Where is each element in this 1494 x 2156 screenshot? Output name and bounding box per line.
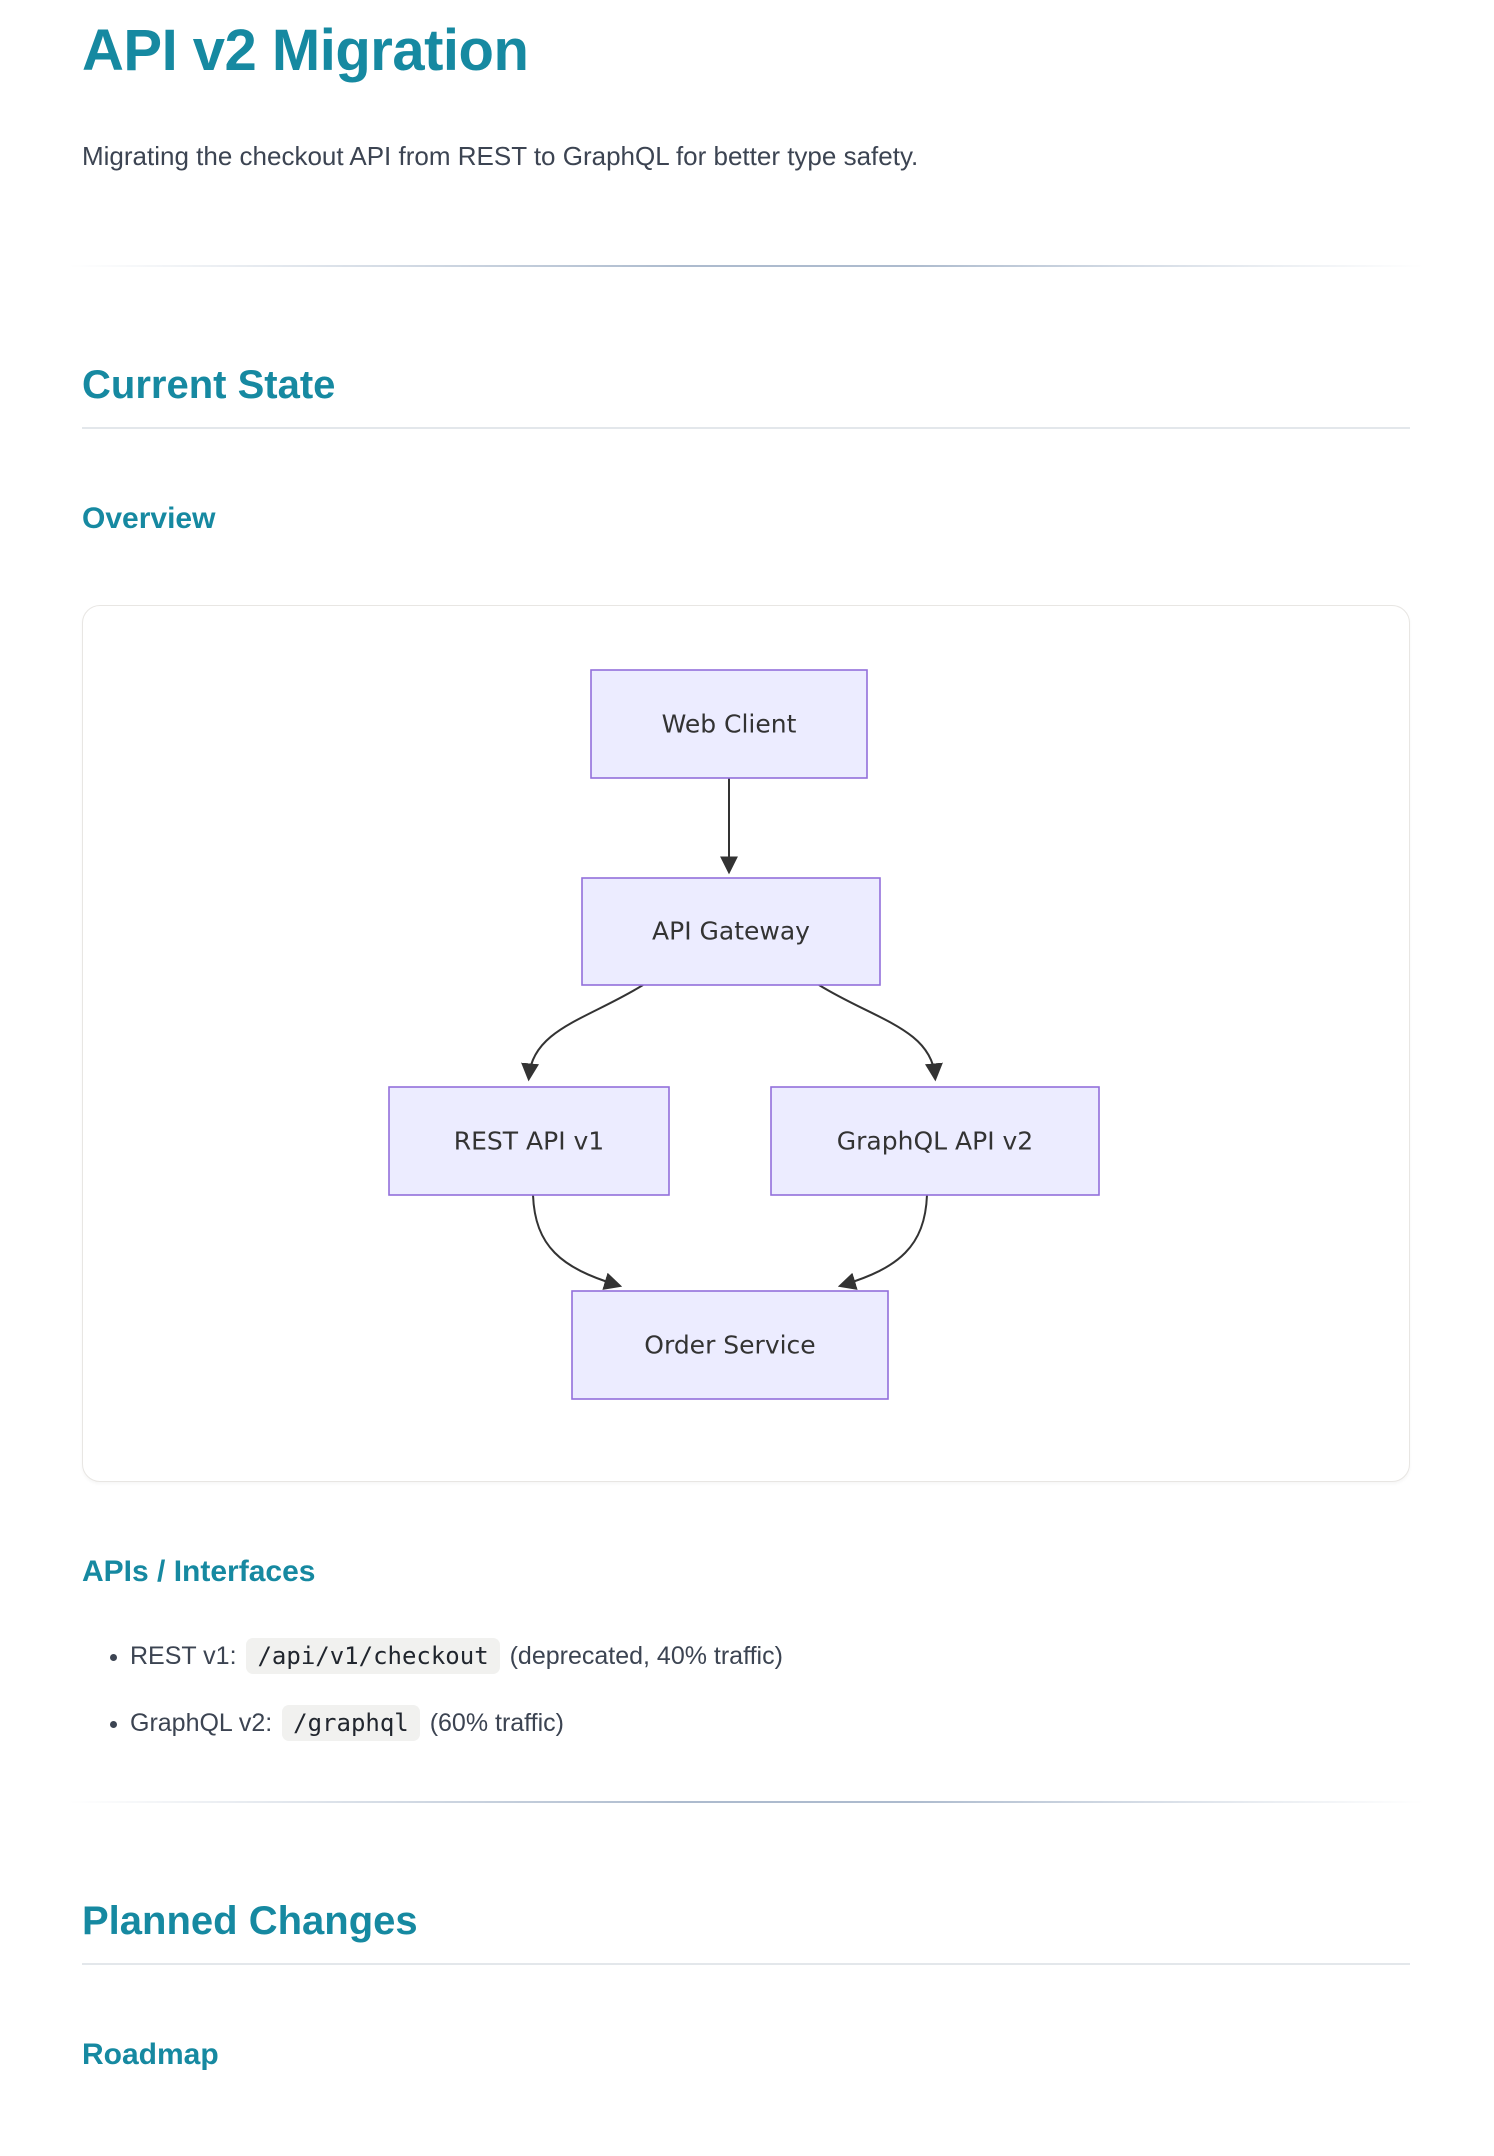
edge-rest-orderservice	[532, 1195, 623, 1291]
inline-code-endpoint: /graphql	[282, 1704, 420, 1741]
page-subtitle: Migrating the checkout API from REST to …	[82, 140, 919, 171]
heading-overview: Overview	[82, 502, 216, 536]
flowchart-node-web-client: Web Client	[590, 669, 868, 780]
api-list-item-rest-v1: REST v1: /api/v1/checkout (deprecated, 4…	[130, 1638, 1410, 1675]
edge-gateway-graphql	[818, 984, 943, 1082]
flowchart-node-api-gateway: API Gateway	[581, 877, 881, 987]
page-title: API v2 Migration	[82, 18, 529, 83]
section-divider	[68, 265, 1424, 268]
api-item-suffix: (deprecated, 40% traffic)	[502, 1642, 783, 1671]
api-item-prefix: GraphQL v2:	[130, 1708, 280, 1737]
heading-roadmap: Roadmap	[82, 2038, 219, 2072]
edge-gateway-rest	[521, 984, 644, 1082]
heading-apis-interfaces: APIs / Interfaces	[82, 1555, 316, 1589]
flowchart-edges	[521, 778, 943, 1291]
flowchart-node-rest-api-v1: REST API v1	[388, 1086, 670, 1197]
node-label-graphql-api-v2: GraphQL API v2	[837, 1127, 1033, 1156]
api-item-prefix: REST v1:	[130, 1642, 244, 1671]
api-list-item-graphql-v2: GraphQL v2: /graphql (60% traffic)	[130, 1704, 1410, 1741]
flowchart-node-order-service: Order Service	[571, 1290, 889, 1401]
node-label-web-client: Web Client	[662, 710, 797, 739]
node-label-api-gateway: API Gateway	[652, 917, 810, 946]
flowchart-diagram: Web Client API Gateway REST API v1 Graph…	[388, 669, 1100, 1401]
inline-code-endpoint: /api/v1/checkout	[246, 1638, 500, 1675]
heading-current-state: Current State	[82, 361, 1410, 430]
document-page: API v2 Migration Migrating the checkout …	[0, 16, 1494, 2073]
edge-graphql-orderservice	[837, 1195, 928, 1291]
flowchart-node-graphql-api-v2: GraphQL API v2	[770, 1086, 1100, 1197]
flowchart-card: Web Client API Gateway REST API v1 Graph…	[82, 605, 1410, 1483]
section-divider	[68, 1801, 1424, 1804]
heading-planned-changes: Planned Changes	[82, 1897, 1410, 1966]
api-list: REST v1: /api/v1/checkout (deprecated, 4…	[82, 1638, 1410, 1741]
node-label-rest-api-v1: REST API v1	[454, 1127, 604, 1156]
api-item-suffix: (60% traffic)	[422, 1708, 564, 1737]
node-label-order-service: Order Service	[644, 1331, 815, 1360]
